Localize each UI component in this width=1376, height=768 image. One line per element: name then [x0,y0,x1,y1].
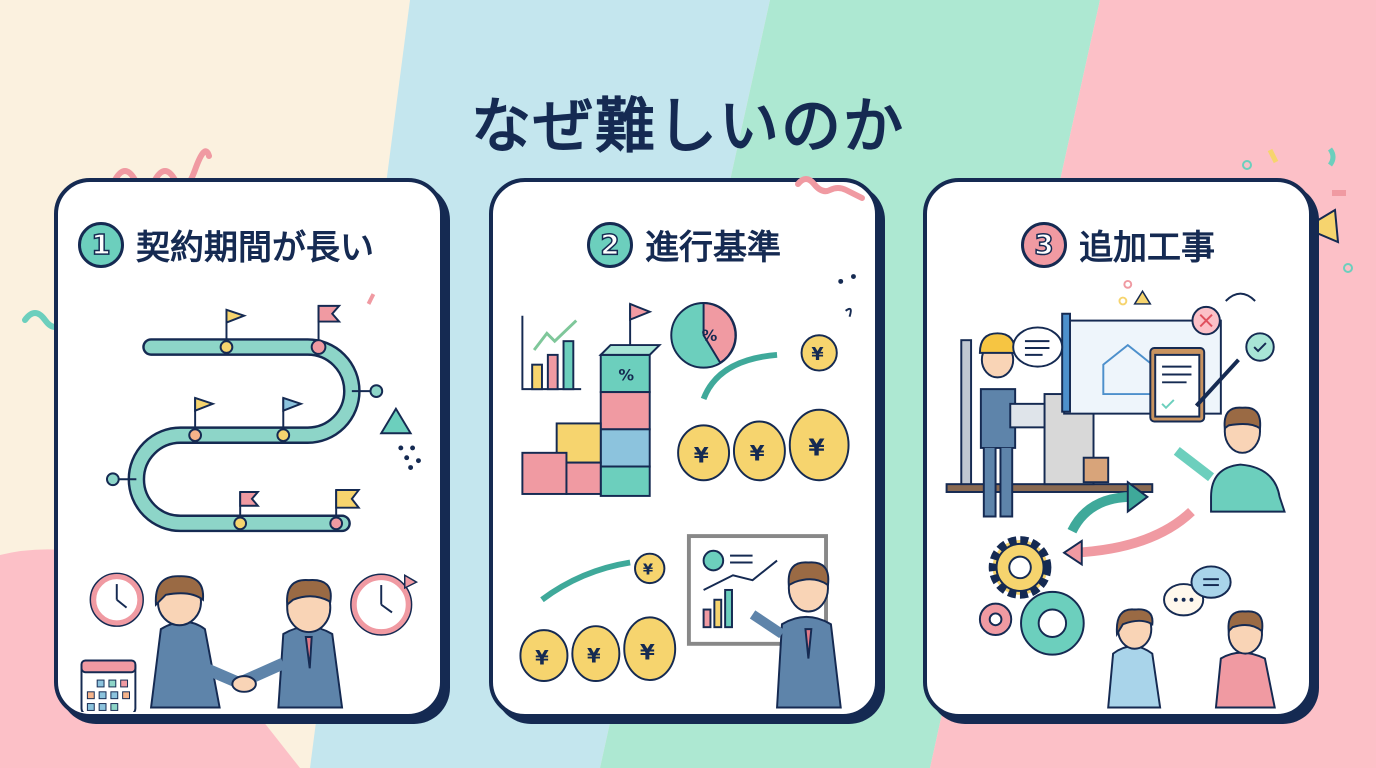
revenue-recognition-illustration: % % ¥ ¥ ¥ ¥ ¥ ¥ ¥ ¥ [519,274,856,709]
card-title: 契約期間が長い [136,228,374,268]
handshake-icon [202,658,286,693]
timeline-handshake-illustration [80,293,421,712]
uptrend-arrow-icon [700,351,778,401]
man-talking-icon [1214,610,1276,709]
number-badge: 2 [587,221,633,268]
milestone-flags-icon [188,304,361,531]
speech-bubble-icon [1012,326,1064,368]
yen-coin-icon: ¥ [800,334,838,372]
number-badge: 1 [78,221,124,268]
card-long-contract-period: 1 契約期間が長い [54,178,444,718]
card-title: 進行基準 [645,228,781,268]
stacked-blocks-icon: % [521,302,662,497]
svg-text:%: % [702,326,718,345]
svg-text:¥: ¥ [535,646,549,669]
chat-bubble-icon [1163,583,1205,617]
uptrend-arrow-icon [540,559,631,603]
svg-text:¥: ¥ [640,640,655,665]
construction-worker-icon [978,332,1046,518]
client-man-icon [1173,406,1286,513]
card-additional-construction: 3 追加工事 [923,178,1313,718]
reject-mark-icon [1191,305,1221,336]
clock-icon [350,573,413,636]
gears-icon [978,536,1085,656]
exchange-arrow-icon [1067,492,1133,534]
bar-chart-icon [521,315,582,391]
card-header: 1 契約期間が長い [58,220,440,269]
chat-bubble-icon [1190,565,1232,599]
squiggle-decoration [795,176,865,201]
businesswoman-icon [149,575,221,709]
calendar-icon [80,659,137,712]
svg-text:¥: ¥ [808,434,825,462]
svg-text:¥: ¥ [811,345,824,365]
card-title: 追加工事 [1079,228,1215,268]
card-header: 2 進行基準 [493,220,875,269]
percent-pie-bubble-icon: % [670,301,737,369]
card-header: 3 追加工事 [927,220,1309,269]
clock-icon [89,572,144,627]
presenter-icon [749,561,842,709]
woman-talking-icon [1107,608,1162,709]
svg-text:¥: ¥ [587,644,601,667]
number-badge: 3 [1021,221,1067,268]
page-title: なぜ難しいのか [471,92,905,162]
yen-money-bags-icon: ¥ ¥ ¥ [677,408,850,482]
card-percentage-of-completion: 2 進行基準 % % ¥ ¥ ¥ ¥ ¥ ¥ ¥ [489,176,879,718]
approve-mark-icon [1245,332,1275,362]
yen-money-bags-icon: ¥ ¥ ¥ [519,616,677,683]
yen-coin-icon: ¥ [634,552,666,585]
svg-text:%: % [618,365,634,384]
winding-road-icon [105,338,384,533]
svg-text:¥: ¥ [643,561,654,578]
businessman-icon [277,579,344,709]
change-order-illustration [945,279,1286,709]
svg-text:¥: ¥ [694,444,709,469]
svg-text:¥: ¥ [750,442,765,467]
exchange-arrow-icon [1073,507,1195,558]
clipboard-signature-icon [1149,347,1240,423]
